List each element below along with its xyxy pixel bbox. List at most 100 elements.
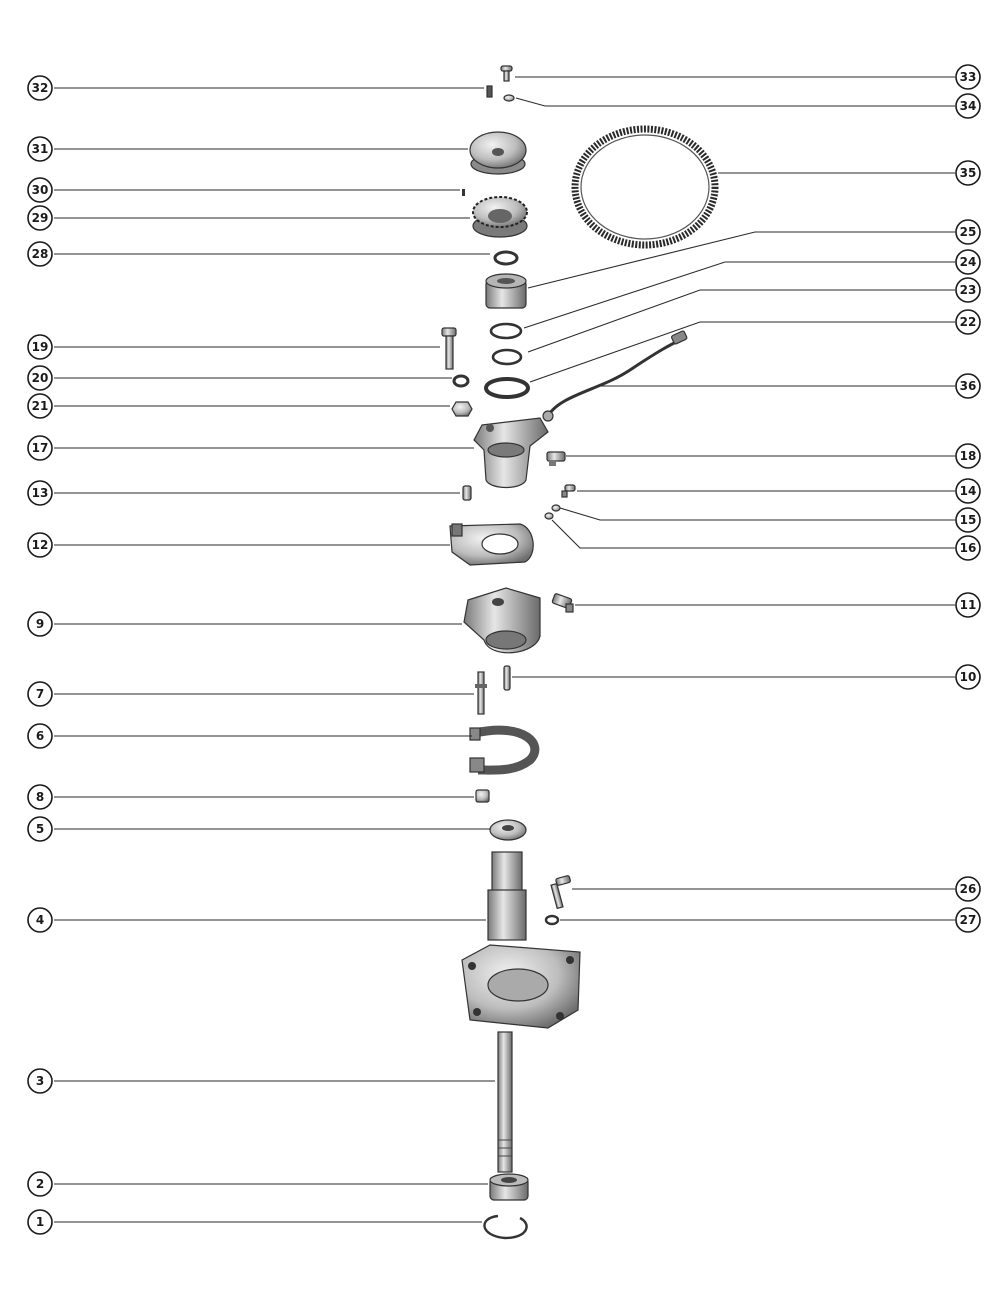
callout-label: 13 — [32, 486, 49, 500]
callout-label: 30 — [32, 183, 49, 197]
callout-label: 3 — [36, 1074, 44, 1088]
part-34-washer — [503, 94, 515, 102]
callout-label: 22 — [960, 315, 977, 329]
callout-7: 7 — [27, 681, 53, 707]
callout-1: 1 — [27, 1209, 53, 1235]
callout-label: 2 — [36, 1177, 44, 1191]
part-16-nut — [544, 512, 554, 520]
callout-label: 14 — [960, 484, 977, 498]
callout-4: 4 — [27, 907, 53, 933]
part-15-washer — [551, 504, 561, 512]
part-19-bolt — [441, 327, 457, 370]
part-4-driveshaft-housing — [461, 851, 581, 1029]
part-12-bracket — [449, 523, 534, 566]
callout-bubbles: 1 2 3 4 5 6 7 8 9 10 11 12 13 14 15 16 1… — [27, 64, 981, 1235]
callout-22: 22 — [955, 309, 981, 335]
callout-label: 4 — [36, 913, 44, 927]
callout-label: 36 — [960, 379, 977, 393]
callout-31: 31 — [27, 136, 53, 162]
callout-label: 25 — [960, 225, 977, 239]
callout-28: 28 — [27, 241, 53, 267]
callout-label: 16 — [960, 541, 977, 555]
callout-label: 27 — [960, 913, 977, 927]
part-21-nut — [451, 401, 473, 417]
part-20-lock-washer — [452, 374, 470, 388]
callout-label: 21 — [32, 399, 49, 413]
callout-label: 24 — [960, 255, 977, 269]
callout-label: 28 — [32, 247, 49, 261]
callout-2: 2 — [27, 1171, 53, 1197]
callout-10: 10 — [955, 664, 981, 690]
part-27-washer — [544, 914, 560, 926]
callout-label: 23 — [960, 283, 977, 297]
callout-12: 12 — [27, 532, 53, 558]
callout-21: 21 — [27, 393, 53, 419]
callout-label: 7 — [36, 687, 44, 701]
callout-14: 14 — [955, 478, 981, 504]
part-8-nut — [475, 789, 490, 803]
callout-13: 13 — [27, 480, 53, 506]
callout-35: 35 — [955, 160, 981, 186]
callout-5: 5 — [27, 816, 53, 842]
callout-16: 16 — [955, 535, 981, 561]
callout-19: 19 — [27, 334, 53, 360]
callout-29: 29 — [27, 205, 53, 231]
callout-36: 36 — [955, 373, 981, 399]
callout-9: 9 — [27, 611, 53, 637]
callout-27: 27 — [955, 907, 981, 933]
part-2-bearing — [489, 1173, 529, 1201]
leader-lines — [54, 76, 955, 1223]
callout-34: 34 — [955, 93, 981, 119]
callout-label: 26 — [960, 882, 977, 896]
callout-18: 18 — [955, 443, 981, 469]
callout-label: 8 — [36, 790, 44, 804]
callout-label: 17 — [32, 441, 49, 455]
callout-label: 1 — [36, 1215, 44, 1229]
callout-label: 34 — [960, 99, 977, 113]
callout-label: 18 — [960, 449, 977, 463]
part-31-pulley — [469, 131, 527, 175]
part-24-washer — [489, 322, 523, 340]
callout-label: 20 — [32, 371, 49, 385]
callout-20: 20 — [27, 365, 53, 391]
part-3-drive-shaft — [497, 1031, 513, 1173]
part-17-housing — [473, 417, 549, 489]
callout-30: 30 — [27, 177, 53, 203]
callout-24: 24 — [955, 249, 981, 275]
callout-26: 26 — [955, 876, 981, 902]
part-32-key — [486, 85, 493, 98]
callout-label: 12 — [32, 538, 49, 552]
callout-label: 10 — [960, 670, 977, 684]
part-18-fitting — [546, 451, 566, 466]
part-5-bearing — [489, 819, 527, 841]
callout-label: 11 — [960, 598, 977, 612]
callout-label: 5 — [36, 822, 44, 836]
part-10-pin — [503, 665, 511, 691]
callout-label: 15 — [960, 513, 977, 527]
callout-8: 8 — [27, 784, 53, 810]
part-22-gasket — [484, 377, 530, 399]
part-9-housing — [463, 587, 541, 654]
part-25-bearing — [485, 273, 527, 309]
part-26-screw — [550, 875, 571, 910]
callout-32: 32 — [27, 75, 53, 101]
callout-label: 35 — [960, 166, 977, 180]
callout-25: 25 — [955, 219, 981, 245]
callout-17: 17 — [27, 435, 53, 461]
part-33-screw — [500, 65, 513, 82]
part-1-snap-ring — [483, 1214, 528, 1240]
callout-23: 23 — [955, 277, 981, 303]
callout-label: 31 — [32, 142, 49, 156]
parts-layer — [441, 65, 719, 1240]
callout-label: 9 — [36, 617, 44, 631]
callout-label: 29 — [32, 211, 49, 225]
part-14-screw — [561, 484, 576, 498]
callout-15: 15 — [955, 507, 981, 533]
part-35-belt — [571, 125, 719, 249]
callout-label: 33 — [960, 70, 977, 84]
callout-11: 11 — [955, 592, 981, 618]
part-36-wire-lead — [542, 330, 688, 422]
part-7-stud — [475, 671, 487, 715]
callout-6: 6 — [27, 723, 53, 749]
